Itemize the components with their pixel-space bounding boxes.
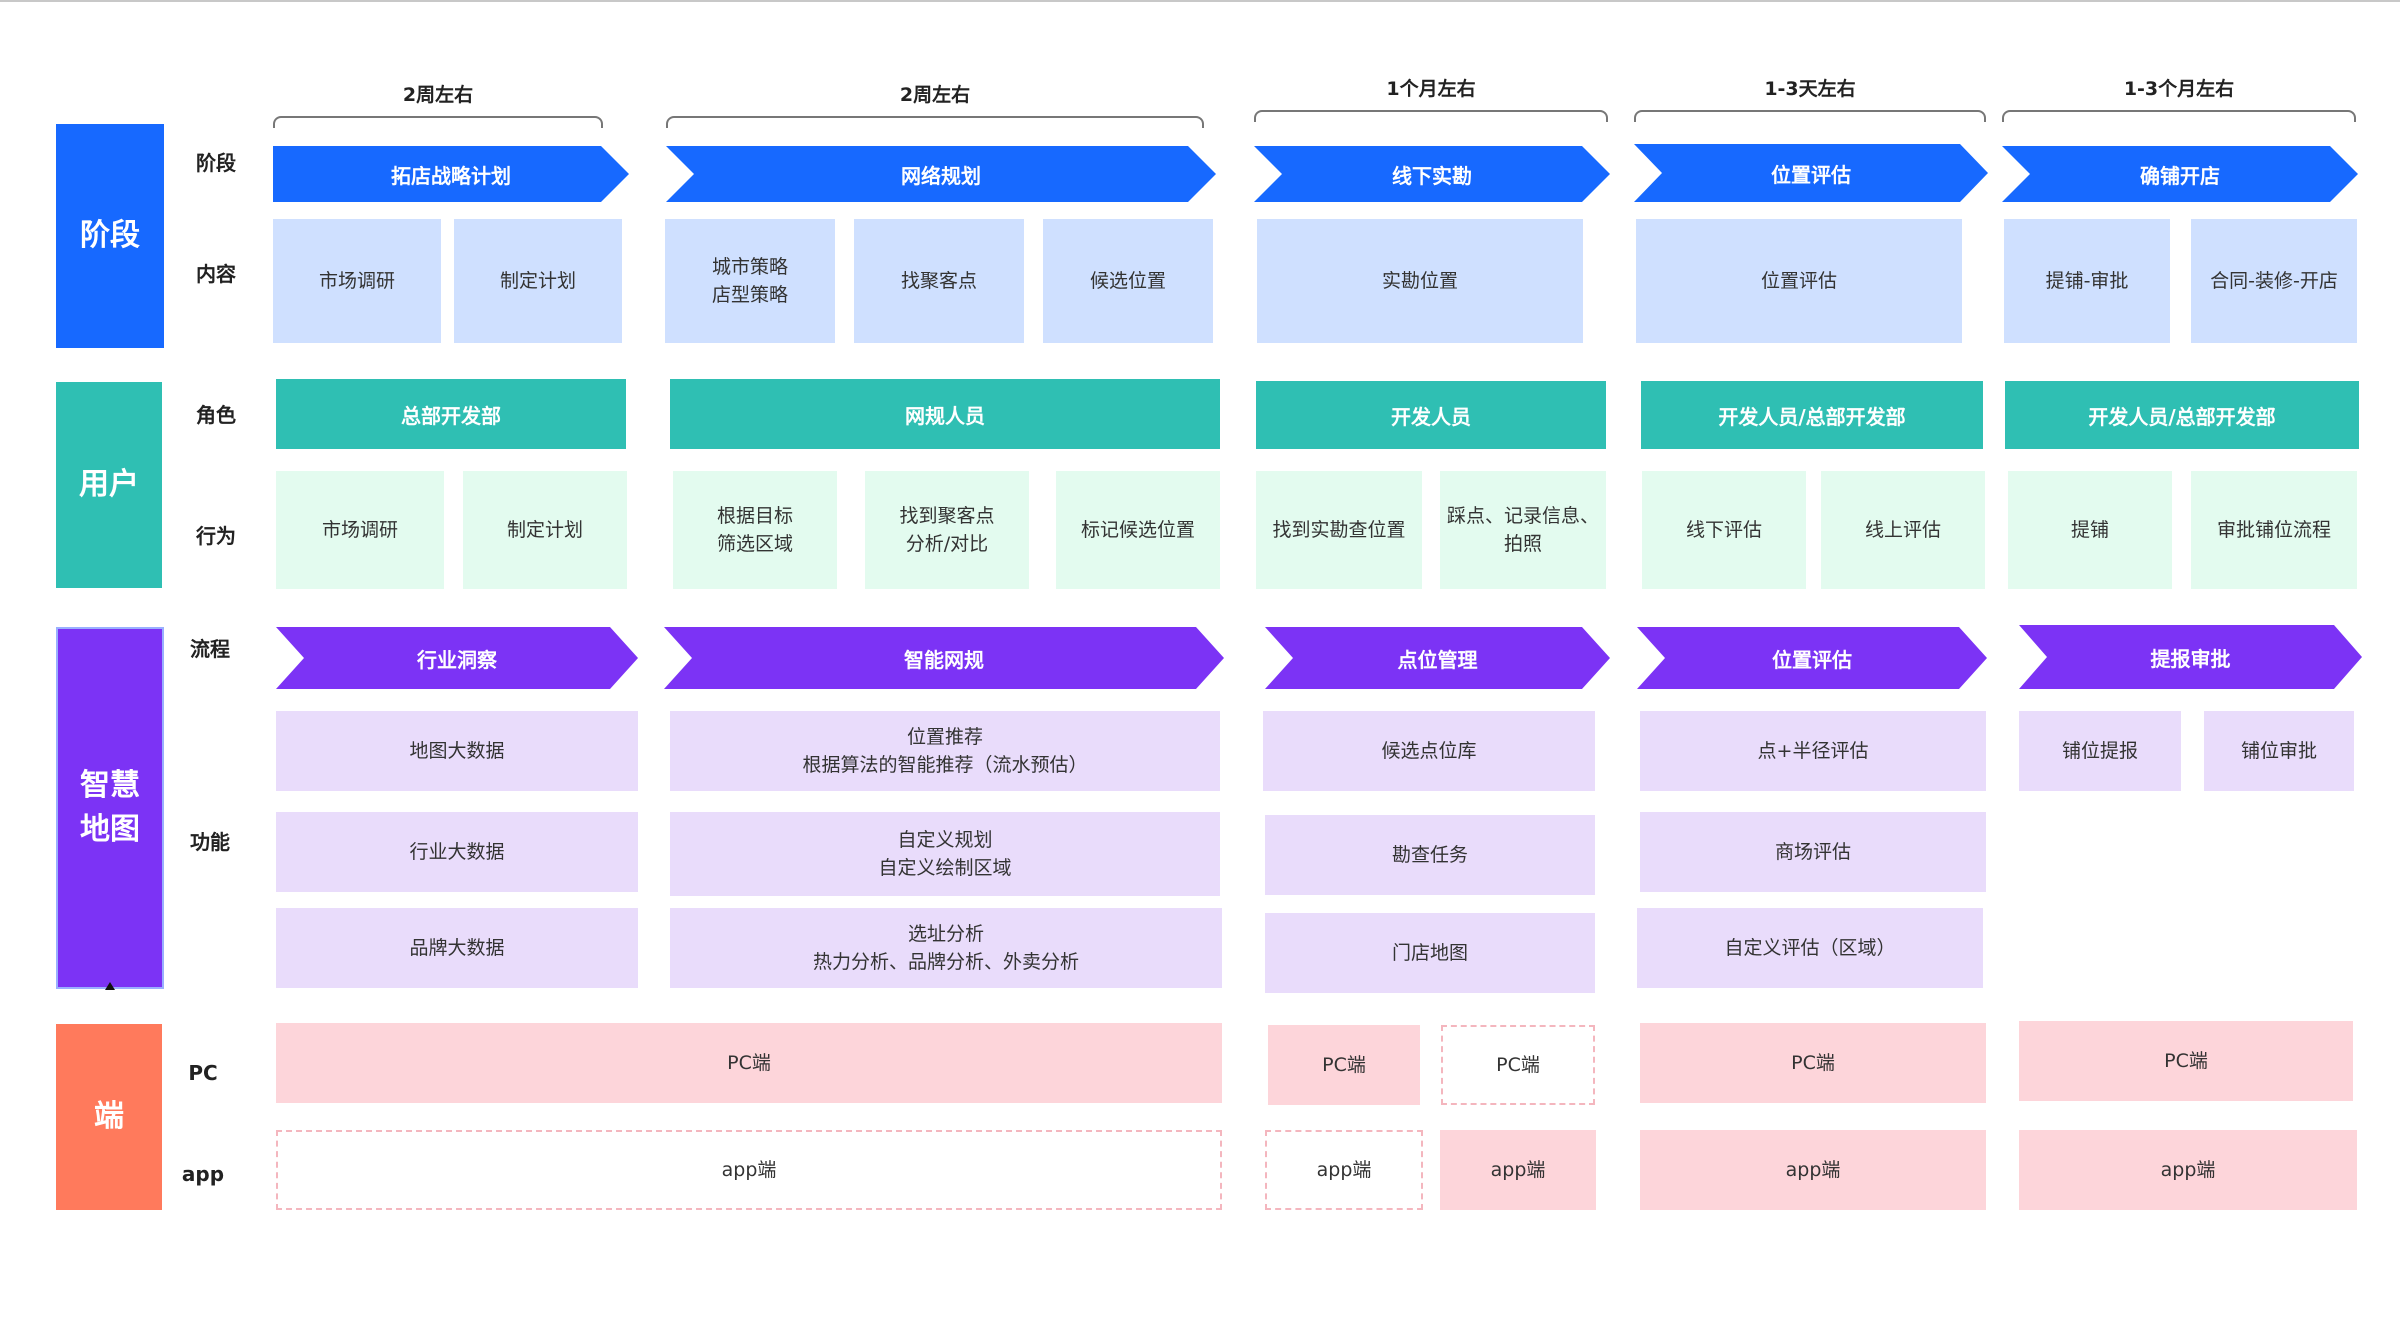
section-smartmap: 智慧 地图 — [56, 627, 164, 989]
duration-label: 2周左右 — [899, 83, 971, 106]
content-box: 城市策略 店型策略 — [665, 219, 835, 343]
function-box: 铺位提报 — [2019, 711, 2181, 791]
function-box: 位置推荐 根据算法的智能推荐（流水预估） — [670, 711, 1220, 791]
behavior-box: 审批铺位流程 — [2191, 471, 2357, 589]
function-box: 选址分析 热力分析、品牌分析、外卖分析 — [670, 908, 1222, 988]
process-arrow: 智能网规 — [664, 627, 1224, 689]
function-box: 勘查任务 — [1265, 815, 1595, 895]
function-box: 点+半径评估 — [1640, 711, 1986, 791]
row-label-role: 角色 — [196, 402, 236, 427]
role-bar: 网规人员 — [670, 379, 1220, 449]
content-box: 实勘位置 — [1257, 219, 1583, 343]
stage-arrow: 线下实勘 — [1254, 146, 1610, 202]
behavior-box: 标记候选位置 — [1056, 471, 1220, 589]
role-bar: 总部开发部 — [276, 379, 626, 449]
app-terminal-box-dashed: app端 — [276, 1130, 1222, 1210]
duration-brace — [1634, 110, 1986, 122]
behavior-box: 线上评估 — [1821, 471, 1985, 589]
pc-terminal-box: PC端 — [276, 1023, 1222, 1103]
behavior-box: 找到聚客点 分析/对比 — [865, 471, 1029, 589]
behavior-box: 踩点、记录信息、 拍照 — [1440, 471, 1606, 589]
content-box: 市场调研 — [273, 219, 441, 343]
process-arrow: 行业洞察 — [276, 627, 638, 689]
function-box: 候选点位库 — [1263, 711, 1595, 791]
process-arrow: 提报审批 — [2019, 625, 2362, 689]
row-label-behavior: 行为 — [196, 523, 236, 548]
function-box: 品牌大数据 — [276, 908, 638, 988]
stage-arrow: 网络规划 — [666, 146, 1216, 202]
row-label-function: 功能 — [190, 829, 230, 854]
pc-terminal-box: PC端 — [1268, 1025, 1420, 1105]
pc-terminal-box: PC端 — [2019, 1021, 2353, 1101]
behavior-box: 提铺 — [2008, 471, 2172, 589]
content-box: 位置评估 — [1636, 219, 1962, 343]
stage-arrow: 位置评估 — [1634, 144, 1988, 202]
app-terminal-box: app端 — [1640, 1130, 1986, 1210]
behavior-box: 市场调研 — [276, 471, 444, 589]
content-box: 候选位置 — [1043, 219, 1213, 343]
section-stage: 阶段 — [56, 124, 164, 348]
row-label-stage: 阶段 — [196, 150, 236, 175]
function-box: 地图大数据 — [276, 711, 638, 791]
behavior-box: 线下评估 — [1642, 471, 1806, 589]
duration-brace — [2002, 110, 2356, 122]
duration-brace — [666, 116, 1204, 128]
behavior-box: 制定计划 — [463, 471, 627, 589]
content-box: 制定计划 — [454, 219, 622, 343]
app-terminal-box: app端 — [1440, 1130, 1596, 1210]
row-label-content: 内容 — [196, 261, 236, 286]
function-box: 自定义规划 自定义绘制区域 — [670, 812, 1220, 896]
duration-label: 2周左右 — [402, 83, 474, 106]
pc-terminal-box-dashed: PC端 — [1441, 1025, 1595, 1105]
function-box: 自定义评估（区域） — [1637, 908, 1983, 988]
content-box: 合同-装修-开店 — [2191, 219, 2357, 343]
app-terminal-box: app端 — [2019, 1130, 2357, 1210]
stage-arrow: 拓店战略计划 — [273, 146, 629, 202]
stage-arrow: 确铺开店 — [2002, 146, 2358, 202]
section-terminal: 端 — [56, 1024, 162, 1210]
role-bar: 开发人员/总部开发部 — [1641, 381, 1983, 449]
function-box: 门店地图 — [1265, 913, 1595, 993]
function-box: 商场评估 — [1640, 812, 1986, 892]
app-terminal-box-dashed: app端 — [1265, 1130, 1423, 1210]
row-label-pc: PC — [188, 1061, 218, 1085]
duration-label: 1-3天左右 — [1764, 77, 1856, 100]
duration-label: 1个月左右 — [1386, 77, 1476, 100]
process-arrow: 位置评估 — [1637, 627, 1987, 689]
row-label-app: app — [181, 1162, 225, 1186]
triangle-marker-icon — [105, 982, 115, 990]
process-arrow: 点位管理 — [1265, 627, 1610, 689]
behavior-box: 找到实勘查位置 — [1256, 471, 1422, 589]
duration-brace — [273, 116, 603, 128]
role-bar: 开发人员/总部开发部 — [2005, 381, 2359, 449]
role-bar: 开发人员 — [1256, 381, 1606, 449]
section-user: 用户 — [56, 382, 162, 588]
duration-brace — [1254, 110, 1608, 122]
content-box: 找聚客点 — [854, 219, 1024, 343]
content-box: 提铺-审批 — [2004, 219, 2170, 343]
behavior-box: 根据目标 筛选区域 — [673, 471, 837, 589]
duration-label: 1-3个月左右 — [2123, 77, 2235, 100]
function-box: 行业大数据 — [276, 812, 638, 892]
function-box: 铺位审批 — [2204, 711, 2354, 791]
pc-terminal-box: PC端 — [1640, 1023, 1986, 1103]
top-divider — [0, 0, 2400, 2]
row-label-process: 流程 — [190, 636, 230, 661]
